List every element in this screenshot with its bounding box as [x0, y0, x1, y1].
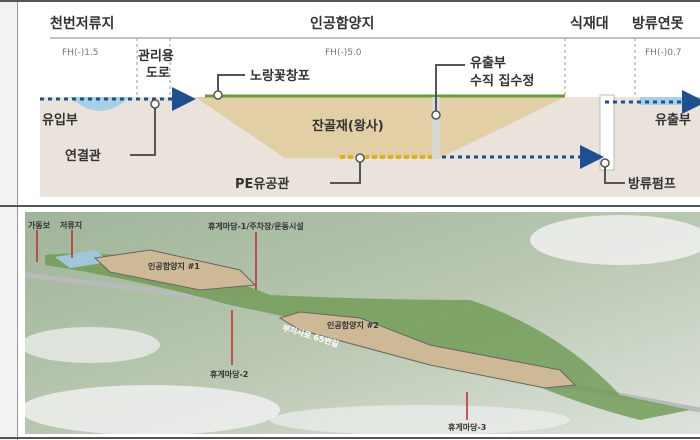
plant-label: 노랑꽃창포 [250, 68, 310, 84]
basin-1 [93, 249, 257, 291]
outflow-label: 유출부 [655, 112, 691, 128]
zone-planting: 식재대 [570, 16, 609, 32]
pump-label: 방류펌프 [628, 176, 676, 192]
table-gutter [0, 0, 18, 440]
level-recharge: FH(-)5.0 [325, 48, 362, 58]
label-reservoir: 저류지 [60, 220, 82, 230]
basin-2 [278, 311, 577, 389]
outlet-label-1: 유출부 [470, 55, 506, 71]
aerial-plan: 가동보 저류지 휴게마당-1/주차장/운동시설 인공함양지 #1 인공함양지 #… [20, 212, 700, 435]
outlet-label-2: 수직 집수정 [470, 73, 534, 89]
zone-pond: 방류연못 [632, 15, 684, 32]
label-rest-area-3: 휴게마당-3 [448, 422, 486, 432]
table-border-bottom [0, 437, 700, 439]
level-pond: FH(-)0.7 [645, 48, 682, 58]
label-rest-area-1: 휴게마당-1/주차장/운동시설 [208, 221, 304, 231]
sand-media [195, 97, 565, 158]
cross-section-diagram: 천번저류지 인공함양지 식재대 방류연못 FH(-)1.5 FH(-)5.0 F… [25, 3, 700, 203]
label-basin-1: 인공함양지 #1 [148, 261, 200, 271]
table-row-divider [0, 205, 700, 207]
vertical-sump [432, 97, 440, 159]
zone-reservoir: 천번저류지 [50, 16, 114, 32]
road-label-1: 관리용 [138, 48, 174, 64]
inlet-label: 유입부 [42, 113, 78, 128]
level-reservoir: FH(-)1.5 [62, 48, 99, 58]
label-weir: 가동보 [28, 220, 51, 230]
road-label-2: 도로 [146, 66, 170, 81]
table-border-top [0, 0, 700, 2]
label-basin-2: 인공함양지 #2 [327, 320, 379, 330]
label-rest-area-2: 휴게마당-2 [210, 369, 248, 379]
connector-label: 연결관 [65, 148, 101, 164]
zone-recharge: 인공함양지 [310, 15, 374, 32]
media-label: 잔골재(왕사) [312, 118, 384, 134]
reservoir [55, 250, 110, 268]
pipe-label: PE유공관 [235, 176, 289, 192]
